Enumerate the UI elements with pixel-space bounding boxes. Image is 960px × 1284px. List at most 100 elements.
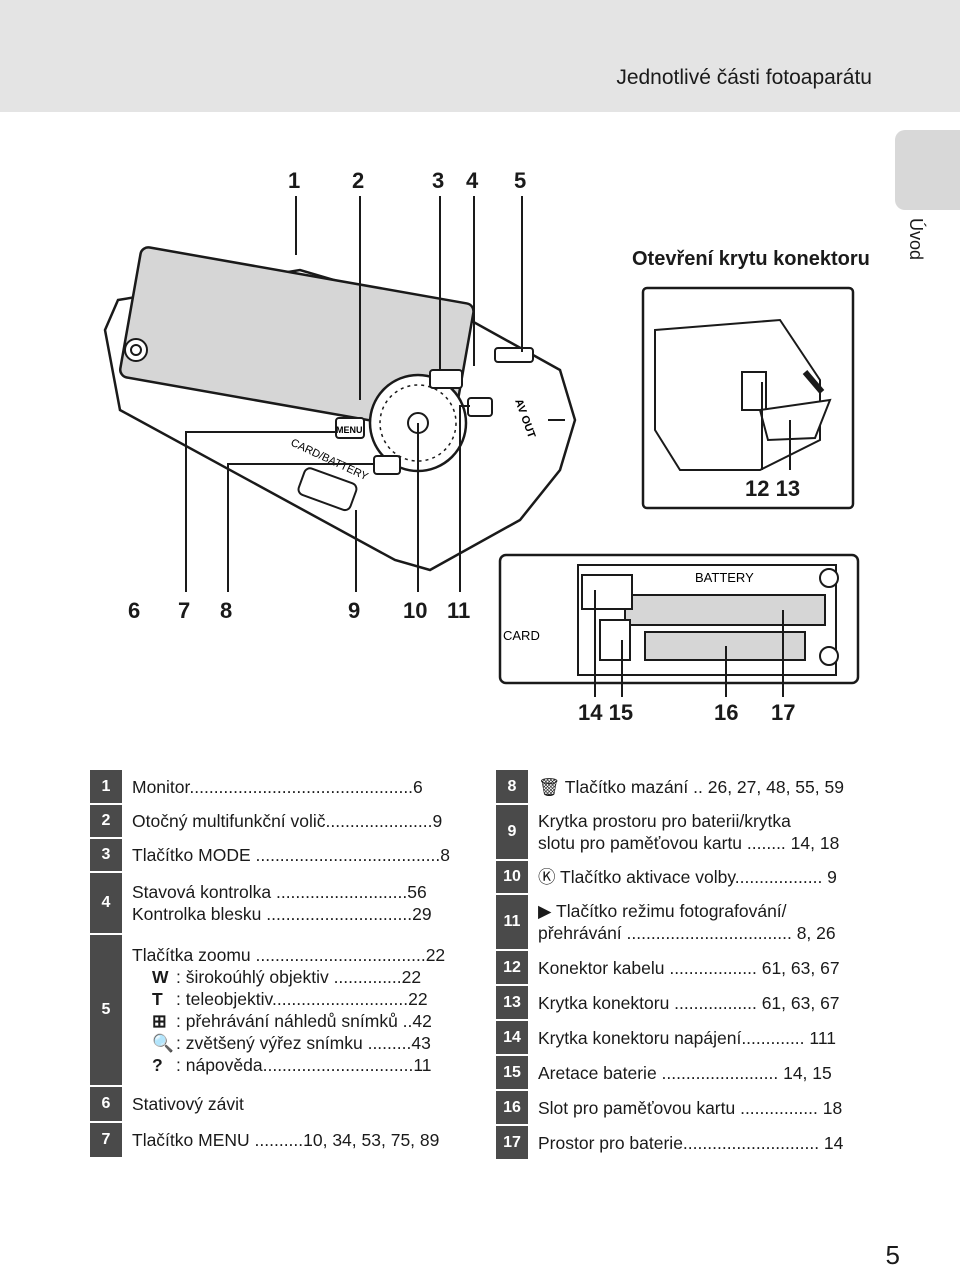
callout-2: 2 xyxy=(352,168,365,193)
help-text: : nápověda..............................… xyxy=(176,1055,432,1075)
legend-text: Slot pro paměťovou kartu ...............… xyxy=(538,1097,843,1118)
page-number: 5 xyxy=(885,1240,900,1270)
callout-4: 4 xyxy=(466,168,479,193)
legend-number: 1 xyxy=(90,770,122,805)
legend-line: Kontrolka blesku .......................… xyxy=(132,904,432,924)
thumbnail-line: ⊞: přehrávání náhledů snímků ..42 xyxy=(132,1010,462,1032)
legend-text: Tlačítko MENU ..........10, 34, 53, 75, … xyxy=(132,1130,440,1150)
legend-row: 10 Ⓚ Tlačítko aktivace volby............… xyxy=(496,860,864,895)
zoom-w-line: W : širokoúhlý objektiv ..............22 xyxy=(132,966,462,988)
legend-text: Ⓚ Tlačítko aktivace volby...............… xyxy=(538,867,837,887)
legend-text: Stativový závit xyxy=(132,1094,244,1114)
legend-number: 13 xyxy=(496,985,528,1021)
callout-12-13: 12 13 xyxy=(745,476,801,501)
connector-inset xyxy=(641,286,855,510)
callout-3: 3 xyxy=(432,168,445,193)
legend-line: Krytka prostoru pro baterii/krytka xyxy=(538,811,791,831)
legend-row: 8 🗑 Tlačítko mazání .. 26, 27, 48, 55, 5… xyxy=(496,770,864,805)
legend-text: Aretace baterie ........................… xyxy=(538,1062,832,1083)
leader-lines xyxy=(185,196,565,592)
help-line: ? : nápověda.............................… xyxy=(132,1054,462,1076)
callout-17: 17 xyxy=(771,700,796,725)
legend-number: 6 xyxy=(90,1086,122,1123)
legend-table-right: 8 🗑 Tlačítko mazání .. 26, 27, 48, 55, 5… xyxy=(496,770,864,1161)
legend-text: Tlačítka zoomu .........................… xyxy=(122,934,462,1086)
callout-10: 10 xyxy=(403,598,428,623)
zoom-t-text: : teleobjektiv..........................… xyxy=(176,989,428,1009)
legend-line: Stavová kontrolka ......................… xyxy=(132,882,427,902)
header-band xyxy=(0,0,960,112)
zoom-w-text: : širokoúhlý objektiv ..............22 xyxy=(176,967,422,987)
legend-number: 12 xyxy=(496,950,528,986)
legend-text: Tlačítko MODE ..........................… xyxy=(132,845,450,865)
legend-row: 15 Aretace baterie .....................… xyxy=(496,1055,864,1091)
connector-inset-title: Otevření krytu konektoru xyxy=(632,248,870,270)
callout-7: 7 xyxy=(178,598,191,623)
legend-number: 5 xyxy=(90,934,122,1087)
legend-text: Monitor.................................… xyxy=(132,777,423,797)
legend-number: 4 xyxy=(90,872,122,935)
callout-16: 16 xyxy=(714,700,739,725)
callout-8: 8 xyxy=(220,598,233,623)
delete-button-shape xyxy=(373,455,401,475)
legend-line: Tlačítka zoomu .........................… xyxy=(132,945,446,965)
legend-number: 11 xyxy=(496,894,528,951)
wide-icon: W xyxy=(152,967,169,987)
legend-row: 13 Krytka konektoru ................. 61… xyxy=(496,985,864,1021)
legend-row: 14 Krytka konektoru napájení............… xyxy=(496,1020,864,1056)
running-head: Jednotlivé části fotoaparátu xyxy=(616,66,872,89)
playback-button-shape xyxy=(467,397,493,417)
legend-number: 8 xyxy=(496,770,528,805)
battery-door-latch xyxy=(297,467,358,512)
legend-number: 17 xyxy=(496,1125,528,1161)
menu-button-shape xyxy=(335,417,365,439)
legend-text: Konektor kabelu .................. 61, 6… xyxy=(538,957,840,978)
legend-row: 1 Monitor...............................… xyxy=(90,770,462,805)
legend-row: 2 Otočný multifunkční volič.............… xyxy=(90,804,462,839)
legend-line: přehrávání .............................… xyxy=(538,923,836,943)
legend-number: 7 xyxy=(90,1122,122,1159)
battery-compartment-inset: BATTERY CARD xyxy=(498,553,860,697)
callout-6: 6 xyxy=(128,598,141,623)
playback-zoom-line: 🔍: zvětšený výřez snímku .........43 xyxy=(132,1032,462,1054)
legend-number: 3 xyxy=(90,838,122,873)
legend-number: 16 xyxy=(496,1090,528,1126)
card-marking: CARD xyxy=(503,628,540,643)
legend-number: 15 xyxy=(496,1055,528,1091)
zoom-control-shape xyxy=(494,347,534,363)
legend-row: 3 Tlačítko MODE ........................… xyxy=(90,838,462,873)
legend-row: 6 Stativový závit xyxy=(90,1086,462,1123)
legend-text: Krytka konektoru ................. 61, 6… xyxy=(538,992,840,1013)
legend-text: Otočný multifunkční volič...............… xyxy=(132,811,443,831)
playback-zoom-text: : zvětšený výřez snímku .........43 xyxy=(176,1033,431,1053)
legend-line: slotu pro paměťovou kartu ........ 14, 1… xyxy=(538,833,840,853)
callout-5: 5 xyxy=(514,168,527,193)
mode-button-shape xyxy=(429,369,463,389)
side-tab-label: Úvod xyxy=(906,218,926,261)
legend-number: 2 xyxy=(90,804,122,839)
tele-icon: T xyxy=(152,989,163,1009)
legend-number: 10 xyxy=(496,860,528,895)
zoom-t-line: T : teleobjektiv.........................… xyxy=(132,988,462,1010)
legend-row: 5 Tlačítka zoomu .......................… xyxy=(90,934,462,1087)
legend-text: Prostor pro baterie.....................… xyxy=(538,1132,844,1153)
camera-body xyxy=(103,246,577,572)
battery-marking: BATTERY xyxy=(695,570,754,585)
legend-row: 7 Tlačítko MENU ..........10, 34, 53, 75… xyxy=(90,1122,462,1159)
legend-text: 🗑 Tlačítko mazání .. 26, 27, 48, 55, 59 xyxy=(538,777,844,797)
callout-14-15: 14 15 xyxy=(578,700,634,725)
legend-number: 14 xyxy=(496,1020,528,1056)
legend-number: 9 xyxy=(496,804,528,861)
legend-row: 4 Stavová kontrolka ....................… xyxy=(90,872,462,935)
legend-line: ▶ Tlačítko režimu fotografování/ xyxy=(538,901,787,921)
legend-row: 16 Slot pro paměťovou kartu ............… xyxy=(496,1090,864,1126)
legend-row: 11 ▶ Tlačítko režimu fotografování/ přeh… xyxy=(496,894,864,951)
magnifier-icon: 🔍 xyxy=(152,1033,174,1053)
thumbnail-icon: ⊞ xyxy=(152,1011,167,1031)
callout-9: 9 xyxy=(348,598,361,623)
legend-table-left: 1 Monitor...............................… xyxy=(90,770,462,1159)
help-icon: ? xyxy=(152,1055,163,1075)
legend-row: 12 Konektor kabelu .................. 61… xyxy=(496,950,864,986)
legend-row: 9 Krytka prostoru pro baterii/krytka slo… xyxy=(496,804,864,861)
legend-row: 17 Prostor pro baterie..................… xyxy=(496,1125,864,1161)
